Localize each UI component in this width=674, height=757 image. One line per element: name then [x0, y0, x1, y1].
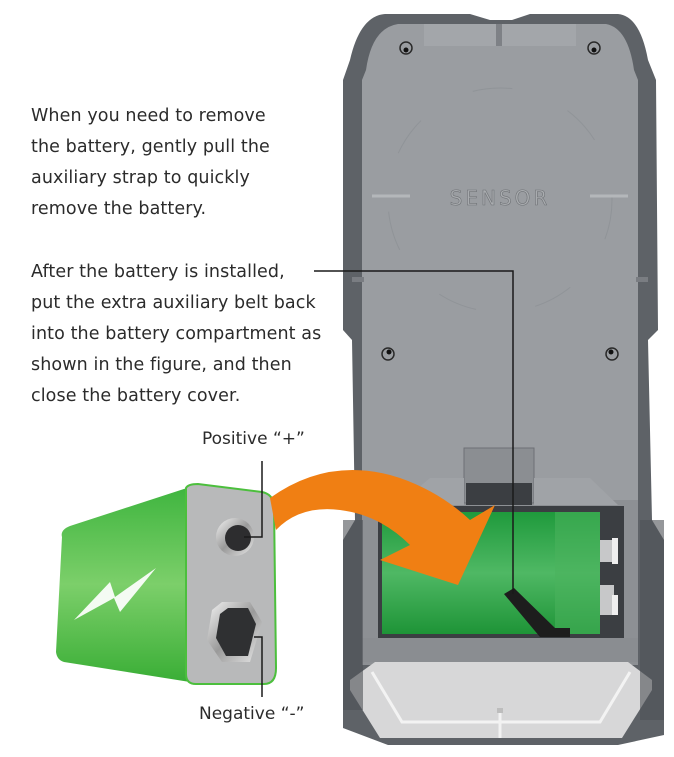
- installation-line: After the battery is installed,: [31, 262, 285, 282]
- nine-volt-battery: [56, 482, 278, 685]
- removal-line: remove the battery.: [31, 199, 207, 219]
- installation-line: into the battery compartment as: [31, 324, 322, 344]
- screw-icon: [605, 347, 619, 361]
- installation-line: shown in the figure, and then: [31, 355, 292, 375]
- lightning-bolt-icon: [74, 568, 156, 620]
- sensor-engraving: SENSOR: [450, 186, 551, 210]
- sensor-device: [343, 14, 664, 745]
- callout-line-strap: [314, 270, 514, 594]
- installation-line: close the battery cover.: [31, 386, 241, 406]
- callout-line-negative: [254, 636, 263, 697]
- installation-instructions: After the battery is installed, put the …: [31, 257, 321, 412]
- insert-arrow-icon: [270, 469, 495, 585]
- screw-icon: [399, 41, 413, 55]
- removal-line: auxiliary strap to quickly: [31, 168, 250, 188]
- removal-line: When you need to remove: [31, 106, 266, 126]
- negative-label: Negative “-”: [199, 704, 305, 724]
- positive-label: Positive “+”: [202, 429, 305, 449]
- removal-line: the battery, gently pull the: [31, 137, 270, 157]
- callout-line-positive: [244, 461, 263, 538]
- removal-instructions: When you need to remove the battery, gen…: [31, 101, 270, 225]
- positive-terminal: [216, 518, 254, 556]
- battery-cover: [350, 662, 652, 738]
- installation-line: put the extra auxiliary belt back: [31, 293, 316, 313]
- negative-terminal: [207, 602, 262, 662]
- auxiliary-strap: [504, 588, 570, 637]
- screw-icon: [587, 41, 601, 55]
- screw-icon: [381, 347, 395, 361]
